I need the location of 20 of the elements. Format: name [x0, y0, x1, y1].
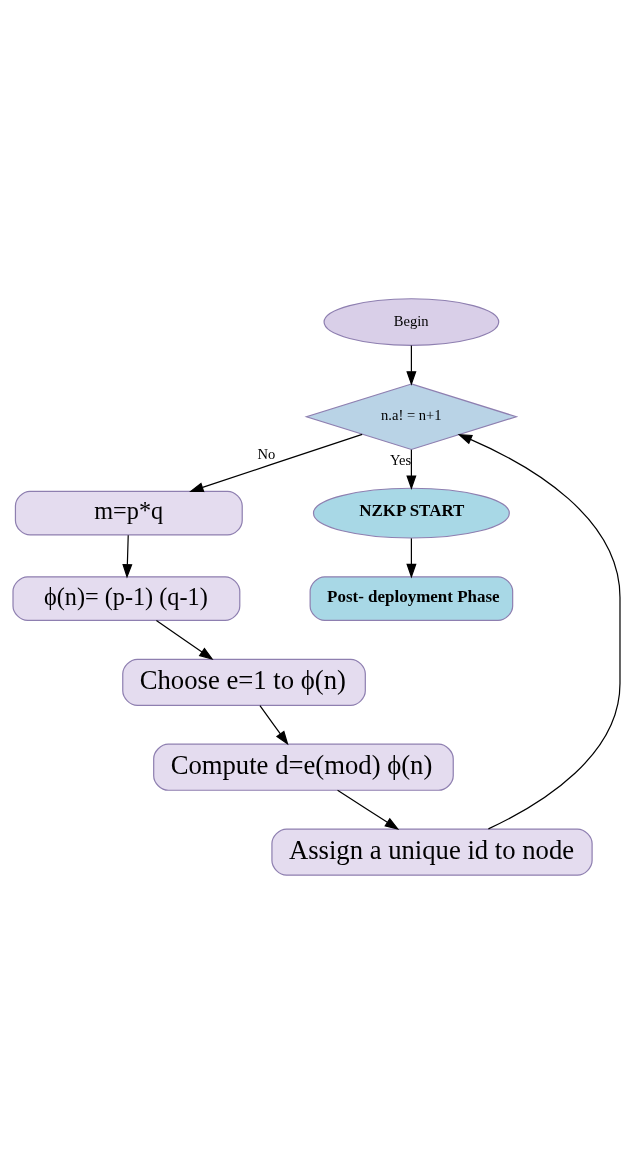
arrow	[336, 789, 400, 830]
edge-label: No	[257, 445, 276, 462]
node-box: Choose e=1 to ϕ(n)	[122, 658, 366, 706]
arrow	[406, 537, 417, 578]
node-ellipse: NZKP START	[312, 487, 510, 539]
node-box: Assign a unique id to node	[271, 827, 593, 876]
arrow	[406, 344, 417, 386]
arrow	[406, 448, 417, 490]
node-box: Compute d=e(mod) ϕ(n)	[153, 743, 454, 791]
node-box: m=p*q	[14, 490, 243, 536]
arrow	[155, 619, 214, 660]
edge-label: Yes	[389, 451, 412, 467]
node-ellipse: Begin	[323, 297, 500, 346]
arrow	[122, 534, 133, 579]
node-diamond: n.a! = n+1	[304, 382, 519, 450]
node-box: Post- deployment Phase	[309, 575, 514, 621]
arrow	[259, 704, 289, 745]
node-box: ϕ(n)= (p-1) (q-1)	[12, 575, 241, 621]
arrow	[457, 433, 621, 829]
arrow	[189, 433, 363, 492]
